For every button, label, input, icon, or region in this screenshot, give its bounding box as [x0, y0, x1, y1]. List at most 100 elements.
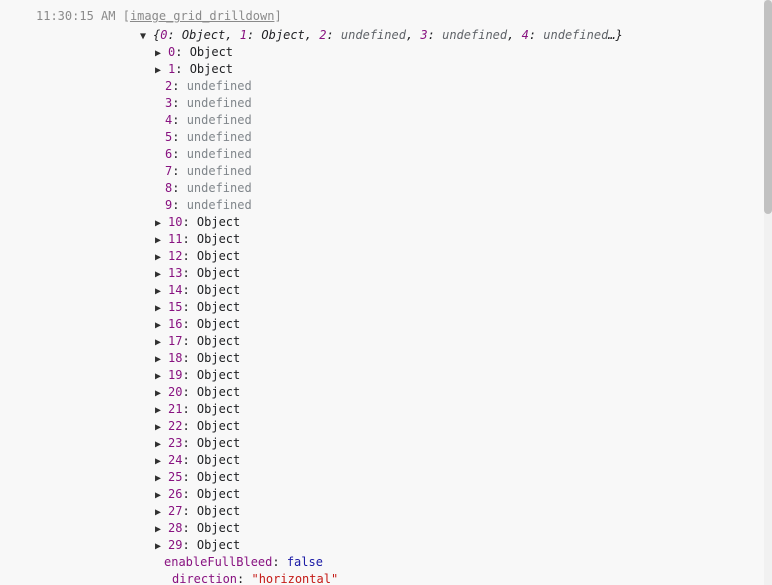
entry-value: Object: [196, 402, 241, 416]
tree-entry[interactable]: ▶18: Object: [140, 350, 623, 367]
tree-entry[interactable]: ▶0: Object: [140, 44, 623, 61]
source-link[interactable]: image_grid_drilldown: [129, 9, 275, 23]
collapsed-triangle-icon[interactable]: ▶: [155, 65, 162, 76]
property-entry: direction: "horizontal": [140, 571, 623, 585]
collapsed-triangle-icon[interactable]: ▶: [155, 490, 162, 501]
entry-separator: :: [172, 198, 187, 212]
preview-value: Object: [261, 28, 305, 42]
collapsed-triangle-icon[interactable]: ▶: [155, 269, 162, 280]
collapsed-triangle-icon[interactable]: ▶: [155, 422, 162, 433]
preview-tail: ,: [225, 28, 240, 42]
entry-key: 24: [168, 453, 183, 467]
tree-entry[interactable]: ▶28: Object: [140, 520, 623, 537]
collapsed-triangle-icon[interactable]: ▶: [155, 541, 162, 552]
collapsed-triangle-icon[interactable]: ▶: [155, 524, 162, 535]
collapsed-triangle-icon[interactable]: ▶: [155, 507, 162, 518]
entry-value: Object: [196, 266, 241, 280]
entry-value: undefined: [186, 181, 252, 195]
source-bracket-close: ]: [274, 9, 282, 23]
entry-separator: :: [182, 215, 197, 229]
tree-entry: 2: undefined: [140, 78, 623, 95]
tree-entry: 8: undefined: [140, 180, 623, 197]
scrollbar-thumb[interactable]: [764, 0, 772, 214]
tree-entry[interactable]: ▶19: Object: [140, 367, 623, 384]
vertical-scrollbar[interactable]: [764, 0, 772, 585]
collapsed-triangle-icon[interactable]: ▶: [155, 48, 162, 59]
entry-separator: :: [182, 436, 197, 450]
collapsed-triangle-icon[interactable]: ▶: [155, 337, 162, 348]
tree-entry[interactable]: ▶25: Object: [140, 469, 623, 486]
tree-entry[interactable]: ▶27: Object: [140, 503, 623, 520]
entry-key: 8: [165, 181, 173, 195]
entry-value: Object: [196, 538, 241, 552]
entry-value: Object: [189, 62, 234, 76]
tree-entry[interactable]: ▶ 23: Object: [140, 435, 623, 452]
entry-value: Object: [189, 45, 234, 59]
tree-entry[interactable]: ▶ 26: Object: [140, 486, 623, 503]
entry-value: Object: [196, 487, 241, 501]
tree-entry[interactable]: ▶1: Object: [140, 61, 623, 78]
collapsed-triangle-icon[interactable]: ▶: [155, 235, 162, 246]
tree-entry[interactable]: ▶17: Object: [140, 333, 623, 350]
entry-key: 23: [168, 436, 183, 450]
collapsed-triangle-icon[interactable]: ▶: [155, 303, 162, 314]
collapsed-triangle-icon[interactable]: ▶: [155, 439, 162, 450]
entry-value: Object: [196, 436, 241, 450]
collapsed-triangle-icon[interactable]: ▶: [155, 456, 162, 467]
preview-tail: ,: [507, 28, 522, 42]
root-object-summary[interactable]: ▼{0: Object, 1: Object, 2: undefined, 3:…: [140, 27, 623, 44]
collapsed-triangle-icon[interactable]: ▶: [155, 405, 162, 416]
tree-entry[interactable]: ▶15: Object: [140, 299, 623, 316]
expanded-triangle-icon[interactable]: ▼: [140, 31, 147, 42]
tree-entry[interactable]: ▶14: Object: [140, 282, 623, 299]
tree-entry[interactable]: ▶21: Object: [140, 401, 623, 418]
preview-brace-close: }: [615, 28, 623, 42]
tree-entry[interactable]: ▶13: Object: [140, 265, 623, 282]
entry-value: undefined: [186, 147, 252, 161]
collapsed-triangle-icon[interactable]: ▶: [155, 473, 162, 484]
tree-entry[interactable]: ▶24: Object: [140, 452, 623, 469]
collapsed-triangle-icon[interactable]: ▶: [155, 320, 162, 331]
entry-key: 11: [168, 232, 183, 246]
tree-entry[interactable]: ▶29: Object: [140, 537, 623, 554]
collapsed-triangle-icon[interactable]: ▶: [155, 286, 162, 297]
property-key: enableFullBleed: [164, 555, 273, 569]
tree-entry[interactable]: ▶22: Object: [140, 418, 623, 435]
entry-key: 20: [168, 385, 183, 399]
entry-value: Object: [196, 300, 241, 314]
entry-separator: :: [182, 419, 197, 433]
preview-brace-open: {: [153, 28, 161, 42]
entry-key: 3: [165, 96, 173, 110]
tree-entry: 7: undefined: [140, 163, 623, 180]
entry-separator: :: [182, 487, 197, 501]
collapsed-triangle-icon[interactable]: ▶: [155, 218, 162, 229]
entry-key: 14: [168, 283, 183, 297]
entry-value: undefined: [186, 96, 252, 110]
entry-key: 0: [168, 45, 176, 59]
entry-separator: :: [172, 147, 187, 161]
entry-value: Object: [196, 283, 241, 297]
tree-entry[interactable]: ▶10: Object: [140, 214, 623, 231]
property-value: "horizontal": [251, 572, 339, 585]
collapsed-triangle-icon[interactable]: ▶: [155, 388, 162, 399]
collapsed-triangle-icon[interactable]: ▶: [155, 354, 162, 365]
collapsed-triangle-icon[interactable]: ▶: [155, 252, 162, 263]
tree-entry[interactable]: ▶12: Object: [140, 248, 623, 265]
entry-key: 7: [165, 164, 173, 178]
entry-value: Object: [196, 453, 241, 467]
tree-entry[interactable]: ▶11: Object: [140, 231, 623, 248]
entry-separator: :: [182, 521, 197, 535]
entry-key: 26: [168, 487, 183, 501]
tree-entry[interactable]: ▶16: Object: [140, 316, 623, 333]
entry-separator: :: [172, 79, 187, 93]
tree-entry: 4: undefined: [140, 112, 623, 129]
entry-value: Object: [196, 521, 241, 535]
entry-key: 25: [168, 470, 183, 484]
entry-separator: :: [175, 62, 190, 76]
entry-value: undefined: [186, 113, 252, 127]
tree-entry[interactable]: ▶20: Object: [140, 384, 623, 401]
entry-value: Object: [196, 351, 241, 365]
entry-value: Object: [196, 334, 241, 348]
preview-key: 2: [319, 28, 327, 42]
collapsed-triangle-icon[interactable]: ▶: [155, 371, 162, 382]
